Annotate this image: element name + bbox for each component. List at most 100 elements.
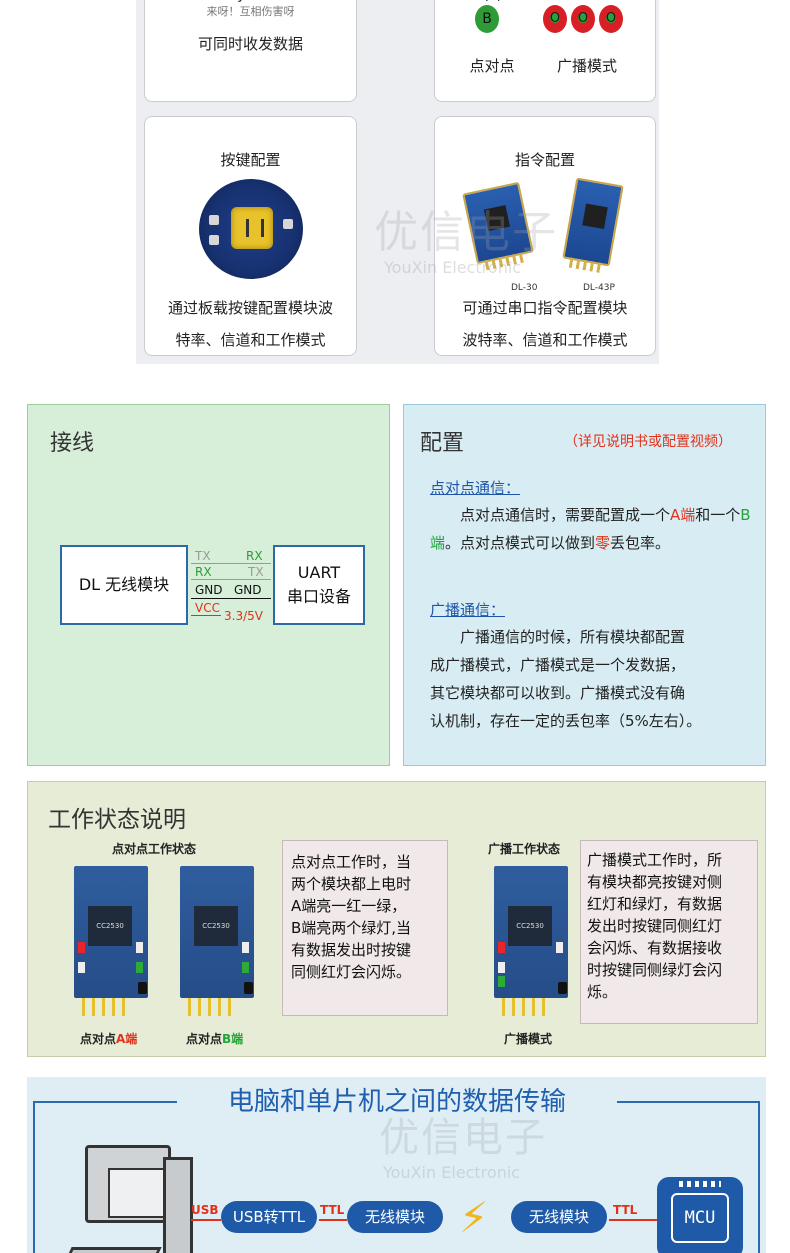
board-pins (82, 998, 130, 1016)
green-led-icon (498, 976, 505, 987)
pins (568, 257, 602, 274)
broadcast-line-1: 广播通信的时候，所有模块都配置 (460, 628, 686, 646)
button-config-desc-1: 通过板载按键配置模块波 (167, 299, 333, 317)
node-b-icon: B (475, 5, 499, 33)
card-modes: ↑↑ B O O O 点对点 广播模式 (434, 0, 656, 102)
chip (582, 203, 608, 230)
uart-device-box: UART 串口设备 (273, 545, 365, 625)
wire-3 (191, 598, 271, 599)
white-led-icon (498, 962, 505, 973)
broadcast-section-title: 广播通信： (430, 601, 506, 619)
wireless-module-1: 无线模块 (347, 1201, 443, 1233)
wire-2 (191, 579, 271, 580)
wiring-panel: 接线 DL 无线模块 UART 串口设备 TX RX RX TX GND GND… (27, 404, 390, 766)
p2p-a-end: A端 (670, 506, 696, 524)
p2p-tail: 。点对点模式可以做到 (445, 534, 596, 552)
ttl-tag-1: TTL (320, 1203, 345, 1217)
board-a-suffix: A端 (116, 1032, 138, 1046)
p2p-section-title: 点对点通信： (430, 479, 521, 497)
wiring-heading: 接线 (50, 431, 95, 456)
card-duplex: JAX 来呀！互相伤害呀 可同时收发数据 (144, 0, 357, 102)
node-o-icon: O (599, 5, 623, 33)
bc-desc-line: 红灯和绿灯，有数据 (587, 895, 723, 913)
p2p-intro: 点对点通信时，需要配置成一个 (460, 506, 671, 524)
p2p-b-end: B端 (430, 506, 751, 552)
white-led-icon (556, 942, 563, 953)
board-button-icon (558, 982, 567, 994)
command-config-desc-2: 波特率、信道和工作模式 (462, 331, 628, 349)
duplex-glyph: JAX (145, 0, 356, 3)
mcu-chip-icon: MCU (657, 1177, 743, 1253)
chip-label: CC2530 (88, 906, 132, 946)
board-a-prefix: 点对点 (80, 1032, 117, 1046)
duplex-subtitle: 来呀！互相伤害呀 (206, 5, 295, 18)
p2p-end: 丢包率。 (610, 534, 671, 552)
board-b-image: CC2530 (180, 866, 254, 1016)
board-broadcast-label: 广播模式 (504, 1032, 553, 1046)
ttl-link-2 (609, 1219, 657, 1221)
transfer-title: 电脑和单片机之间的数据传输 (177, 1081, 617, 1118)
button-module-image (199, 179, 303, 279)
computer-icon (62, 1137, 193, 1253)
pin-tx-right: TX (248, 565, 264, 579)
pin-tx-left: TX (195, 549, 211, 563)
chip-label: CC2530 (508, 906, 552, 946)
board-a-image: CC2530 (74, 866, 148, 1016)
p2p-desc-line: 两个模块都上电时 (291, 875, 412, 893)
pin-gnd-right: GND (234, 583, 262, 597)
watermark-brand-en: YouXin Electronic (383, 1163, 521, 1182)
status-panel: 工作状态说明 点对点工作状态 广播工作状态 CC2530 点对点A端 CC253… (27, 781, 766, 1057)
watermark-brand: 优信电子 (379, 1115, 547, 1161)
broadcast-line-2: 成广播模式，广播模式是一个发数据， (430, 656, 686, 674)
mode-caption-p2p: 点对点 (469, 57, 515, 75)
white-led-icon (78, 962, 85, 973)
green-led-icon (136, 962, 143, 973)
ttl-link-1 (319, 1219, 347, 1221)
command-config-title: 指令配置 (514, 151, 575, 169)
p2p-paragraph: 点对点通信时，需要配置成一个A端和一个B端。点对点模式可以做到零丢包率。 (430, 501, 762, 557)
board-b-suffix: B端 (222, 1032, 244, 1046)
keyboard (62, 1247, 162, 1253)
lightning-icon: ⚡ (459, 1193, 489, 1242)
dl-module-box: DL 无线模块 (60, 545, 188, 625)
module-label-dl30: DL-30 (511, 283, 538, 293)
module-dl43p-image (562, 177, 624, 274)
watermark-brand-en: YouXin Electronic (384, 258, 522, 277)
p2p-and: 和一个 (695, 506, 741, 524)
tower (163, 1157, 193, 1253)
p2p-desc-line: A端亮一红一绿， (291, 897, 407, 915)
transfer-panel: 电脑和单片机之间的数据传输 优信电子 YouXin Electronic USB… (27, 1077, 766, 1253)
p2p-status-caption: 点对点工作状态 (112, 842, 197, 856)
bc-desc-line: 会闪烁、有数据接收 (587, 939, 723, 957)
board-b-prefix: 点对点 (186, 1032, 223, 1046)
mcu-pins (679, 1181, 721, 1187)
ttl-tag-2: TTL (613, 1203, 638, 1217)
button-config-title: 按键配置 (220, 151, 281, 169)
screen (108, 1168, 168, 1218)
arrow-up-icon: ↑↑ (481, 0, 504, 5)
board-pins (502, 998, 550, 1016)
bc-desc-line: 烁。 (587, 983, 618, 1001)
monitor (85, 1145, 171, 1223)
command-config-desc-1: 可通过串口指令配置模块 (462, 299, 628, 317)
config-heading: 配置 (420, 431, 465, 456)
pin-rx-right: RX (246, 549, 263, 563)
pad (209, 215, 219, 225)
module-label-dl43p: DL-43P (583, 283, 615, 293)
red-led-icon (78, 942, 85, 953)
broadcast-status-caption: 广播工作状态 (488, 842, 561, 856)
board-button-icon (138, 982, 147, 994)
uart-label: UART (297, 563, 341, 582)
broadcast-line-4: 认机制，存在一定的丢包率（5%左右）。 (430, 712, 702, 730)
broadcast-line-3: 其它模块都可以收到。广播模式没有确 (430, 684, 686, 702)
bc-desc-line: 有模块都亮按键对侧 (587, 873, 723, 891)
wire-4 (191, 615, 221, 616)
bc-desc-line: 时按键同侧绿灯会闪 (587, 961, 723, 979)
p2p-desc-line: 点对点工作时，当 (291, 853, 412, 871)
p2p-status-description: 点对点工作时，当 两个模块都上电时 A端亮一红一绿， B端亮两个绿灯,当 有数据… (282, 840, 448, 1016)
mcu-label: MCU (671, 1193, 729, 1243)
board-broadcast-image: CC2530 (494, 866, 568, 1016)
wireless-module-2: 无线模块 (511, 1201, 607, 1233)
usb-link (191, 1219, 221, 1221)
board-a-label: 点对点A端 (80, 1030, 137, 1047)
